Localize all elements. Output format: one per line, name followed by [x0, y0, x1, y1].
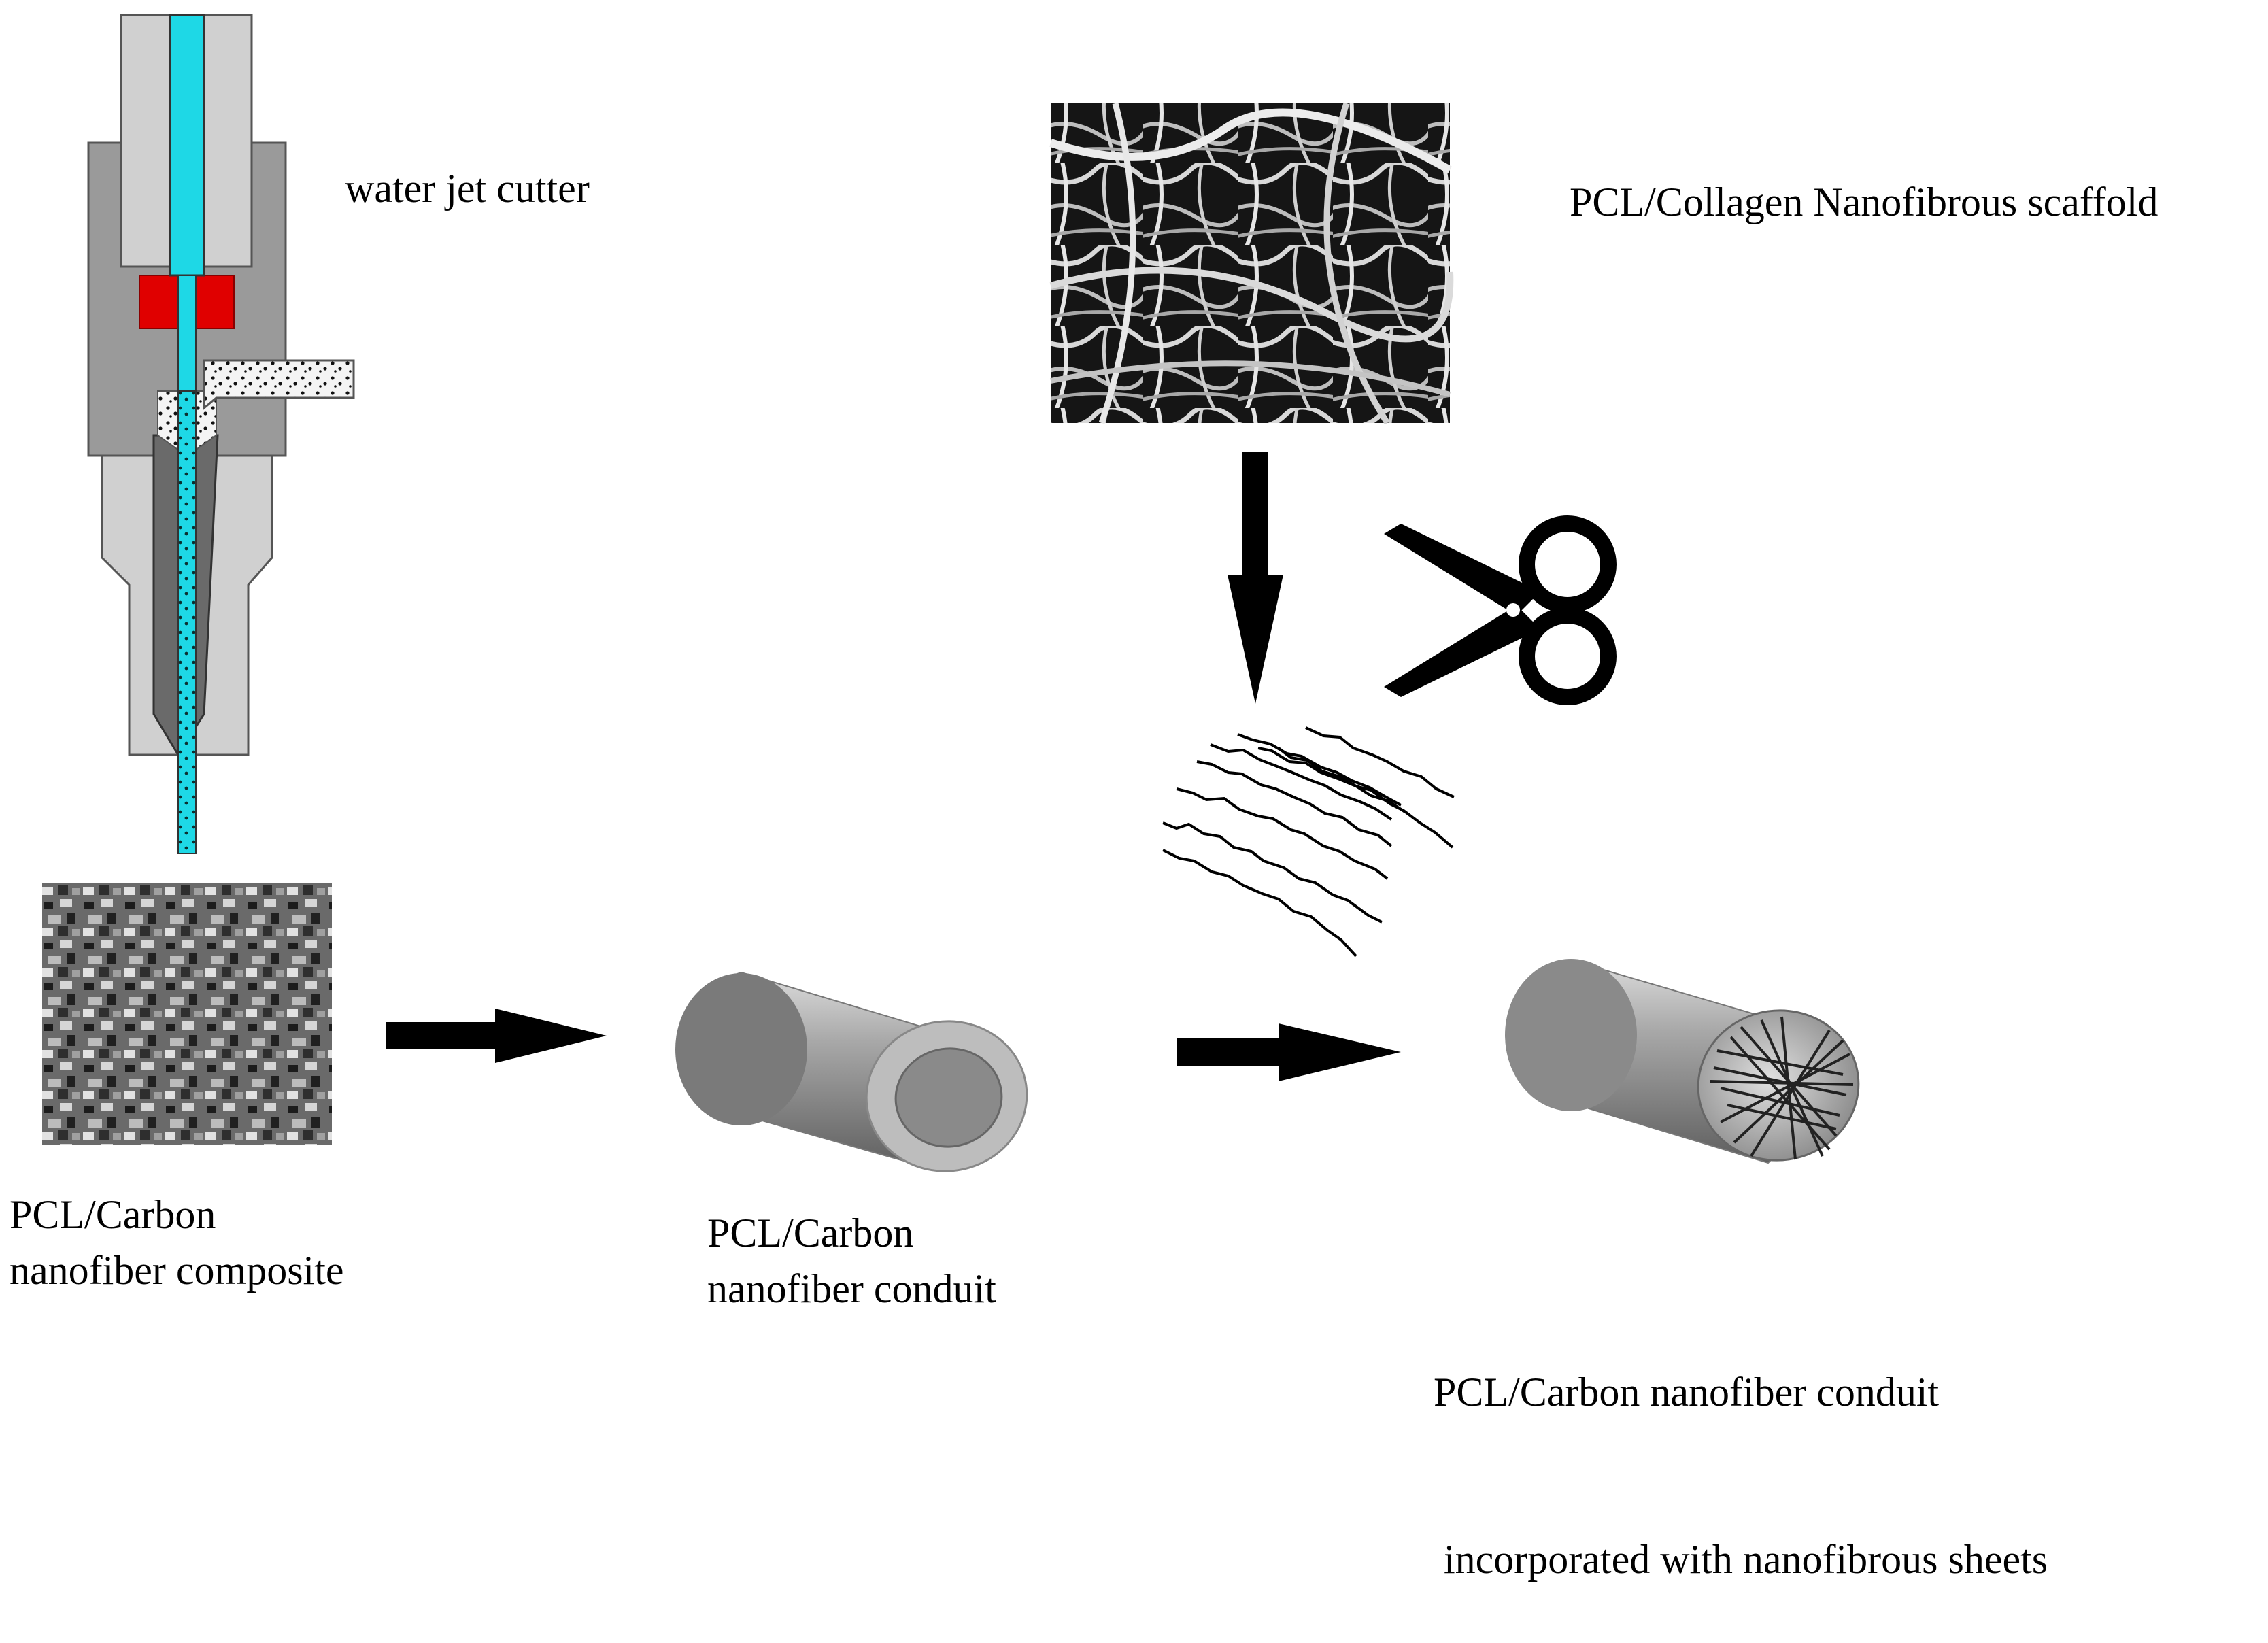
conduit-tube: [675, 971, 1028, 1172]
scissors-icon: [1384, 515, 1617, 705]
label-composite-line-1: PCL/Carbon: [10, 1192, 216, 1237]
label-scaffold: PCL/Collagen Nanofibrous scaffold: [1570, 180, 2159, 224]
diagram-canvas: water jet cutter PCL/Collagen Nanofibrou…: [10, 14, 2159, 1582]
label-final-line-2: incorporated with nanofibrous sheets: [1434, 1537, 2048, 1582]
down-arrow-icon: [1228, 452, 1283, 704]
label-composite: PCL/Carbon nanofiber composite: [10, 1187, 344, 1298]
diagram-svg: [42, 14, 1860, 1172]
label-final-conduit: PCL/Carbon nanofiber conduit incorporate…: [1434, 1253, 2048, 1643]
right-arrow-icon-1: [386, 1009, 607, 1063]
label-composite-line-2: nanofiber composite: [10, 1248, 344, 1293]
sheet-fibers: [1710, 1016, 1854, 1160]
scaffold-sem-image: [1049, 102, 1454, 425]
label-conduit-line-2: nanofiber conduit: [707, 1266, 996, 1311]
conduit-with-sheets: [1505, 959, 1860, 1164]
right-arrow-icon-2: [1177, 1023, 1401, 1081]
water-jet-nozzle-icon: [87, 14, 355, 854]
label-conduit: PCL/Carbon nanofiber conduit: [707, 1205, 996, 1317]
label-final-line-1: PCL/Carbon nanofiber conduit: [1434, 1370, 1940, 1415]
composite-texture-image: [42, 883, 332, 1145]
label-conduit-line-1: PCL/Carbon: [707, 1210, 914, 1255]
loose-fibers: [1162, 726, 1455, 958]
label-water-jet-cutter: water jet cutter: [345, 166, 590, 211]
